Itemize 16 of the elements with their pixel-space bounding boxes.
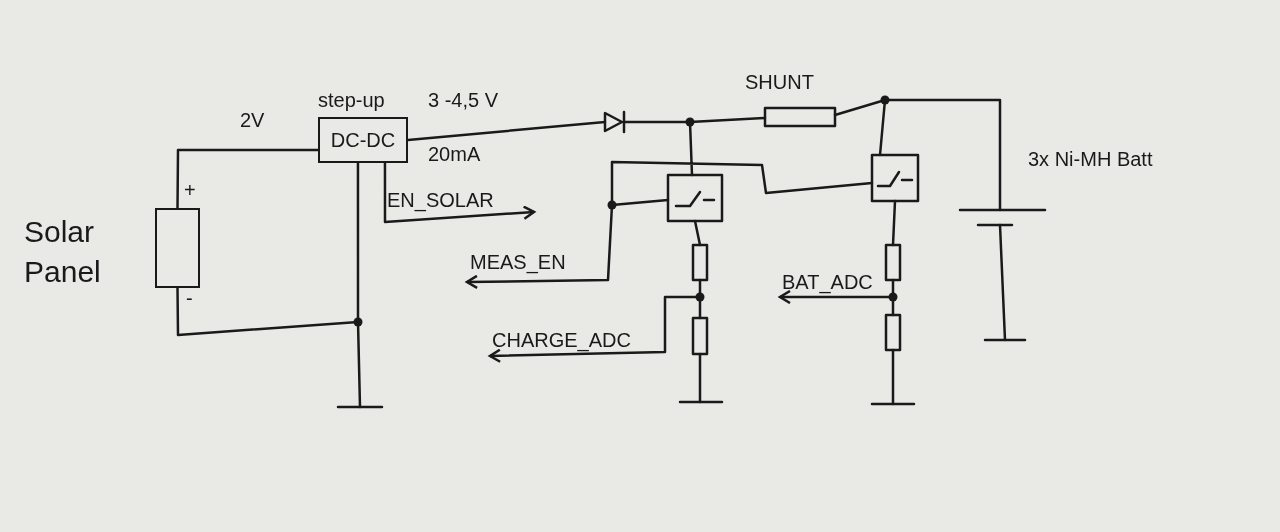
component-label: 20mA [428,142,481,167]
solar-panel-symbol [155,208,200,288]
component-label: + [184,178,196,203]
wire-arrow [383,163,536,224]
signal-label: EN_SOLAR [387,186,532,210]
wire-arrow [778,289,890,305]
component-label: SHUNT [745,70,814,95]
signal-label: CHARGE_ADC [492,326,642,350]
signal-label: MEAS_EN [470,248,595,272]
signal-label: BAT_ADC [782,268,882,292]
component-label: step-up [318,88,386,113]
component-label: Solar Panel [24,214,102,290]
component-label: 3 -4,5 V [428,88,499,113]
component-label: 3x Ni-MH Batt [1028,147,1153,172]
converter-box: DC-DC [318,117,408,163]
component-label: - [186,286,193,311]
